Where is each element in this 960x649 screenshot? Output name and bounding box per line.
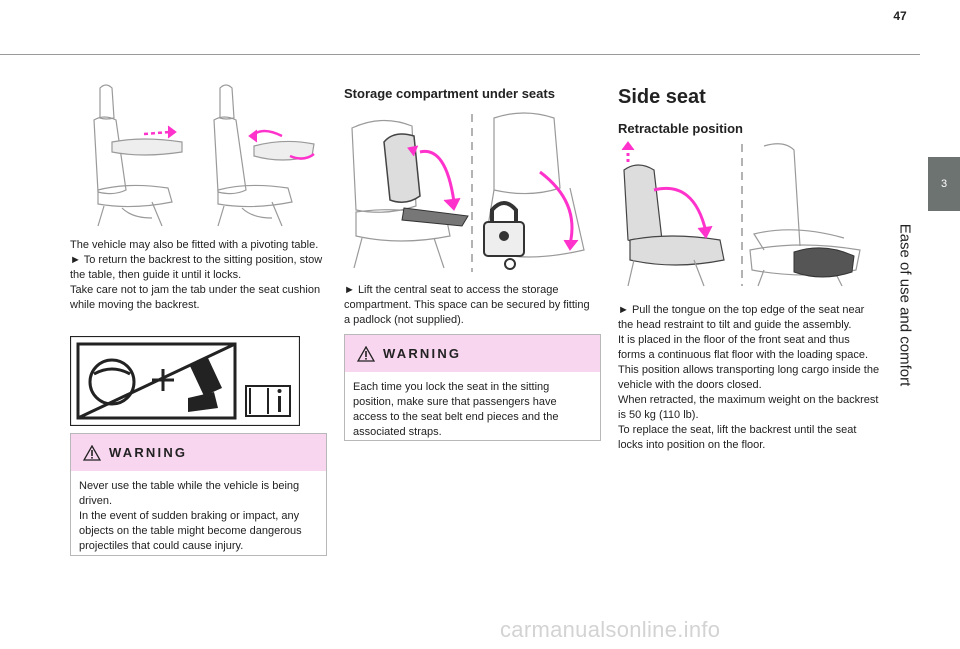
chapter-tab[interactable]: 3 [928,157,960,211]
paragraph: ► Pull the tongue on the top edge of the… [618,304,865,331]
warning-triangle-icon [357,345,375,362]
paragraph: To replace the seat, lift the backrest u… [618,424,857,451]
warning-box-table: WARNING Never use the table while the ve… [70,433,327,556]
storage-heading: Storage compartment under seats [344,86,555,101]
chapter-title: Ease of use and comfort [896,223,914,387]
paragraph: The vehicle may also be fitted with a pi… [70,239,319,251]
paragraph: ► To return the backrest to the sitting … [70,254,323,281]
warning-header: WARNING [345,335,600,372]
col1-text: The vehicle may also be fitted with a pi… [70,238,330,313]
col2-text: ► Lift the central seat to access the st… [344,283,596,328]
warning-text: In the event of sudden braking or impact… [79,510,302,552]
warning-label: WARNING [383,346,462,361]
warning-label: WARNING [109,445,188,460]
warning-text: Each time you lock the seat in the sitti… [353,381,559,438]
col3-text: ► Pull the tongue on the top edge of the… [618,303,880,453]
side-seat-heading: Side seat [618,86,706,108]
airbag-warning-pictogram [70,336,300,426]
storage-compartment-illustration [351,112,585,272]
paragraph: ► Lift the central seat to access the st… [344,284,590,326]
warning-header: WARNING [71,434,326,471]
warning-text: Never use the table while the vehicle is… [79,480,300,507]
retractable-position-heading: Retractable position [618,121,743,136]
warning-triangle-icon [83,444,101,461]
footer-watermark[interactable]: carmanualsonline.info [500,617,721,642]
paragraph: This position allows transporting long c… [618,364,880,391]
header-rule [0,54,920,55]
paragraph: It is placed in the floor of the front s… [618,334,869,361]
pivoting-table-illustration [93,84,315,227]
retractable-seat-illustration [621,141,861,287]
warning-box-storage: WARNING Each time you lock the seat in t… [344,334,601,441]
paragraph: When retracted, the maximum weight on th… [618,394,879,421]
page-number: 47 [893,9,907,23]
paragraph: Take care not to jam the tab under the s… [70,284,321,311]
